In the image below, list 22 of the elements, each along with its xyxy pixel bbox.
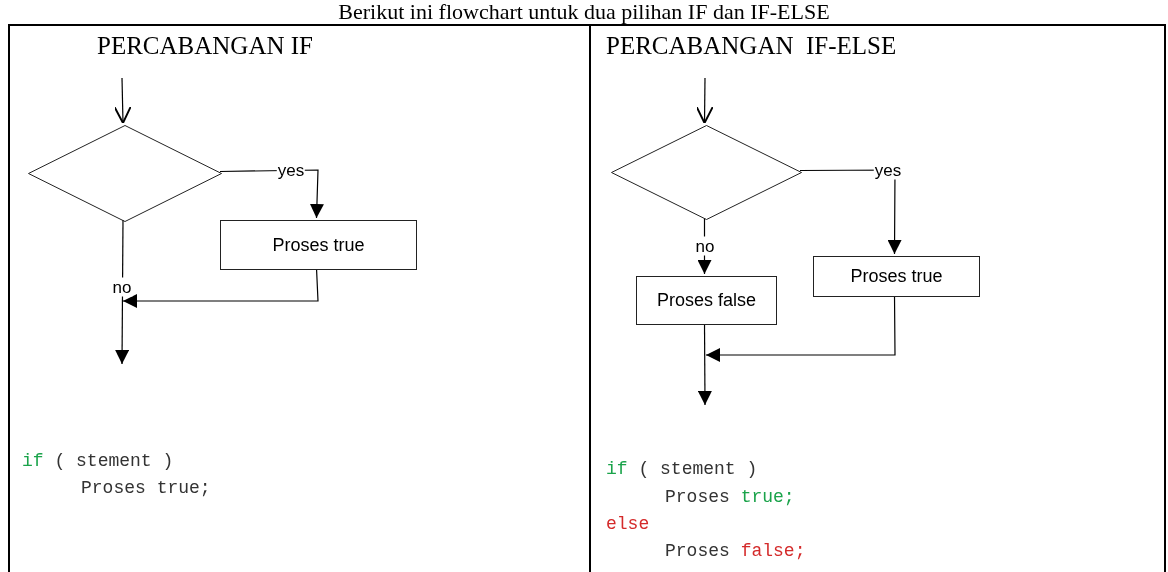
flowchart-panel bbox=[8, 24, 591, 572]
decision-diamond bbox=[28, 125, 222, 222]
process-box: Proses false bbox=[636, 276, 777, 325]
code-line: Proses false; bbox=[665, 540, 806, 562]
arrow bbox=[113, 77, 132, 124]
edge-label: no bbox=[111, 277, 133, 297]
code-line: Proses true; bbox=[81, 477, 211, 499]
arrow bbox=[115, 219, 130, 365]
code-line: Proses true; bbox=[665, 486, 795, 508]
arrow bbox=[695, 77, 714, 124]
panel-heading: PERCABANGAN IF bbox=[97, 32, 313, 60]
panel-heading: PERCABANGAN IF-ELSE bbox=[606, 32, 897, 60]
code-line: else bbox=[606, 513, 650, 535]
flowchart-panel bbox=[589, 24, 1166, 572]
page-title: Berikut ini flowchart untuk dua pilihan IF dan IF-ELSE bbox=[337, 0, 831, 24]
code-line: if ( stement ) bbox=[22, 450, 174, 472]
process-box: Proses true bbox=[813, 256, 980, 297]
process-box: Proses true bbox=[220, 220, 417, 270]
arrow bbox=[697, 217, 712, 275]
edge-label: no bbox=[694, 236, 716, 256]
decision-diamond bbox=[611, 125, 802, 220]
code-line: if ( stement ) bbox=[606, 458, 758, 480]
